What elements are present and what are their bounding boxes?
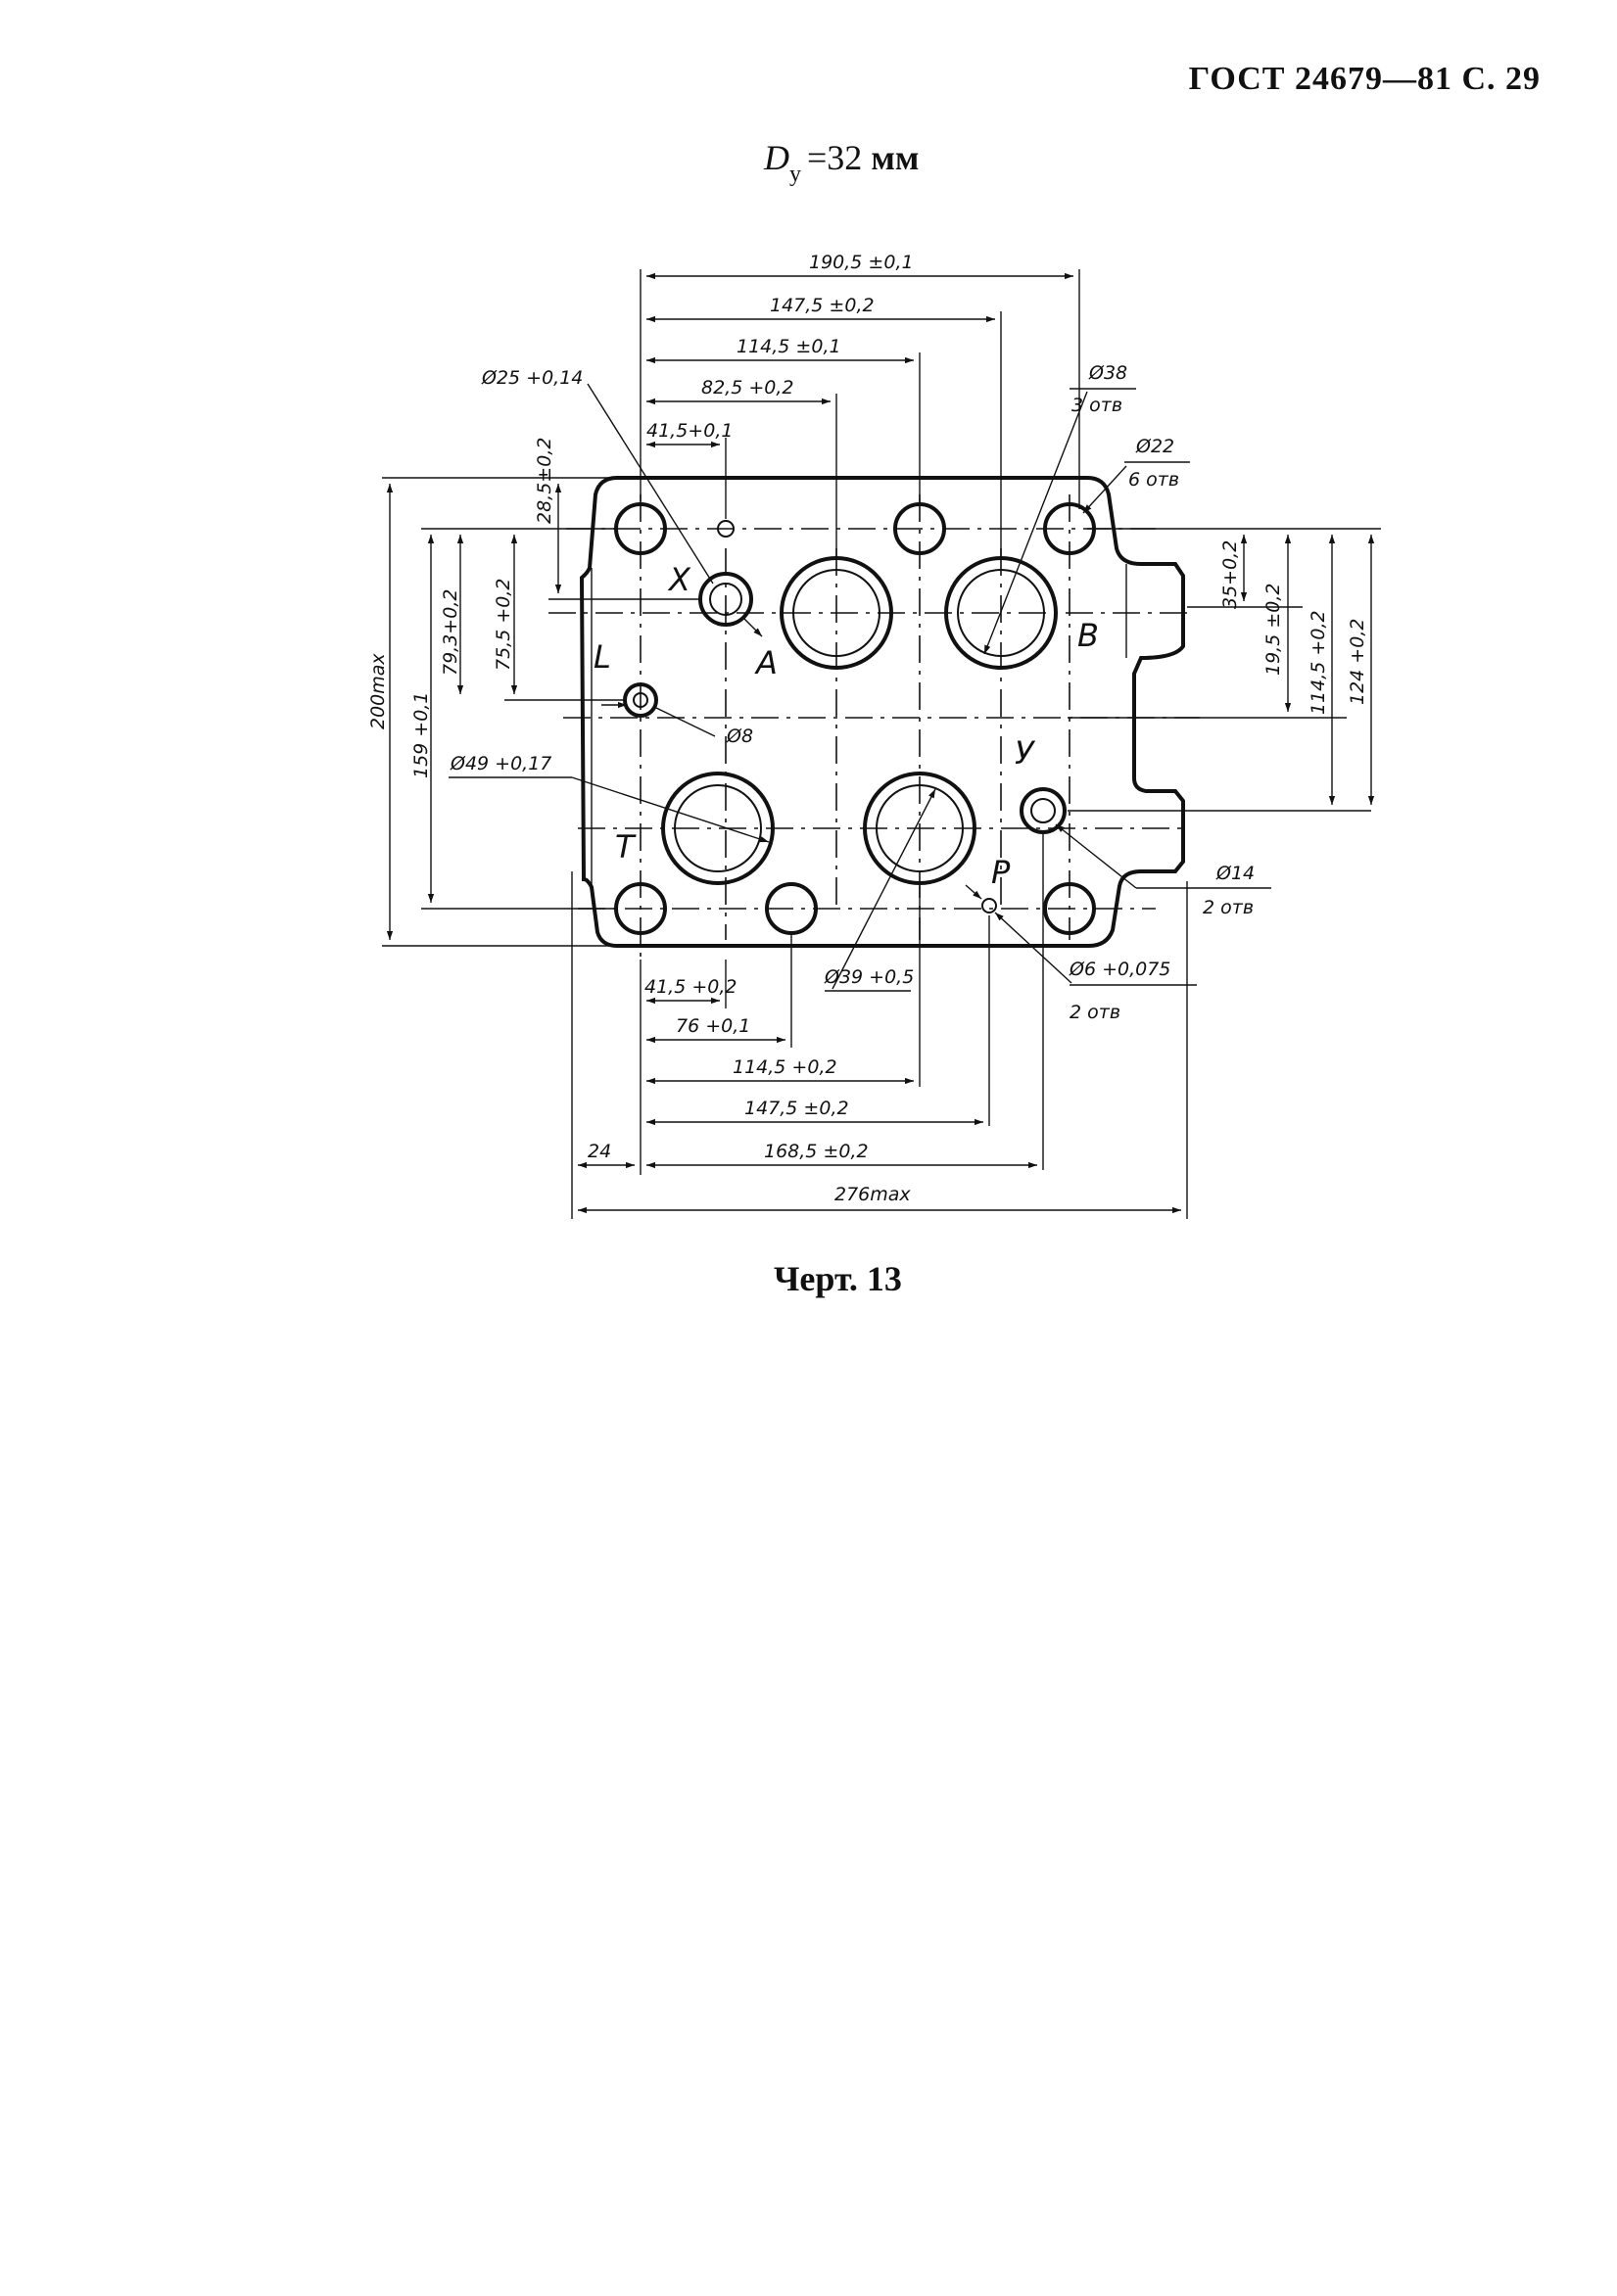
- callouts: Ø25 +0,14 Ø38 3 отв Ø22 6 отв Ø8 Ø49 +0,…: [449, 362, 1271, 1023]
- figure-caption: Черт. 13: [774, 1259, 902, 1298]
- dowel-hole-p-icon: [981, 898, 997, 914]
- callout-d25: Ø25 +0,14: [481, 367, 583, 389]
- formula-subscript: y: [789, 162, 801, 187]
- mounting-hole-bc-icon: [765, 882, 818, 935]
- dim-right-124: 124 +0,2: [1347, 619, 1368, 705]
- callout-d14-count: 2 отв: [1203, 897, 1254, 918]
- callout-d8: Ø8: [726, 726, 753, 747]
- dim-bottom-168: 168,5 ±0,2: [764, 1141, 869, 1162]
- port-t-icon: [661, 772, 775, 885]
- dim-right-35: 35+0,2: [1219, 540, 1241, 609]
- port-y-icon: [1020, 787, 1067, 834]
- formula-symbol: D: [764, 138, 789, 177]
- dim-top-147: 147,5 ±0,2: [770, 295, 875, 316]
- port-label-t: T: [615, 828, 637, 866]
- dim-bottom-41: 41,5 +0,2: [644, 976, 737, 998]
- port-p-main-icon: [863, 772, 976, 885]
- dim-left-79: 79,3+0,2: [440, 589, 461, 676]
- dim-top-41: 41,5+0,1: [646, 420, 733, 442]
- page-header: ГОСТ 24679—81 С. 29: [1188, 61, 1541, 97]
- top-dimensions: 190,5 ±0,1 147,5 ±0,2 114,5 ±0,1 82,5 +0…: [640, 252, 1080, 558]
- callout-d49: Ø49 +0,17: [450, 753, 551, 774]
- callout-d6: Ø6 +0,075: [1069, 959, 1170, 980]
- body-outline: [579, 476, 1185, 948]
- small-pin-hole-icon: [717, 520, 735, 538]
- formula-unit: мм: [871, 138, 920, 177]
- dim-left-28: 28,5±0,2: [534, 438, 555, 524]
- port-label-p: P: [991, 854, 1011, 891]
- dim-bottom-276: 276max: [834, 1184, 911, 1205]
- port-label-y: У: [1015, 734, 1036, 772]
- port-label-a: A: [754, 644, 778, 681]
- nominal-size-formula: Dy=32 мм: [764, 137, 920, 187]
- callout-d38: Ø38: [1088, 362, 1127, 384]
- centre-lines: [548, 494, 1200, 960]
- dim-bottom-114: 114,5 +0,2: [733, 1056, 837, 1078]
- dim-bottom-24: 24: [588, 1141, 611, 1162]
- dim-left-200: 200max: [367, 653, 389, 729]
- dim-top-190: 190,5 ±0,1: [809, 252, 914, 273]
- port-label-x: X: [667, 561, 691, 598]
- port-labels: X A B L T У P: [594, 561, 1099, 891]
- dim-top-82: 82,5 +0,2: [701, 377, 793, 398]
- dim-right-19: 19,5 ±0,2: [1262, 584, 1284, 676]
- dim-bottom-76: 76 +0,1: [676, 1015, 750, 1037]
- left-dimensions: 28,5±0,2 79,3+0,2 75,5 +0,2 159 +0,1 200…: [367, 438, 700, 947]
- dim-bottom-147: 147,5 ±0,2: [744, 1098, 849, 1119]
- port-label-l: L: [594, 638, 611, 676]
- dim-top-114: 114,5 ±0,1: [737, 336, 841, 357]
- port-label-b: B: [1077, 617, 1099, 654]
- callout-d22: Ø22: [1135, 436, 1174, 457]
- formula-value: =32: [807, 138, 863, 177]
- callout-d39: Ø39 +0,5: [824, 966, 914, 988]
- bottom-dimensions: 41,5 +0,2 76 +0,1 114,5 +0,2 147,5 ±0,2 …: [571, 834, 1188, 1219]
- dim-left-75: 75,5 +0,2: [493, 579, 514, 671]
- callout-d6-count: 2 отв: [1070, 1002, 1120, 1023]
- callout-d14: Ø14: [1215, 863, 1255, 884]
- dim-left-159: 159 +0,1: [410, 692, 432, 778]
- callout-d22-count: 6 отв: [1128, 469, 1179, 491]
- right-dimensions: 35+0,2 19,5 ±0,2 114,5 +0,2 124 +0,2: [1068, 528, 1381, 812]
- dim-right-114: 114,5 +0,2: [1308, 610, 1329, 715]
- mounting-hole-br-icon: [1043, 882, 1096, 935]
